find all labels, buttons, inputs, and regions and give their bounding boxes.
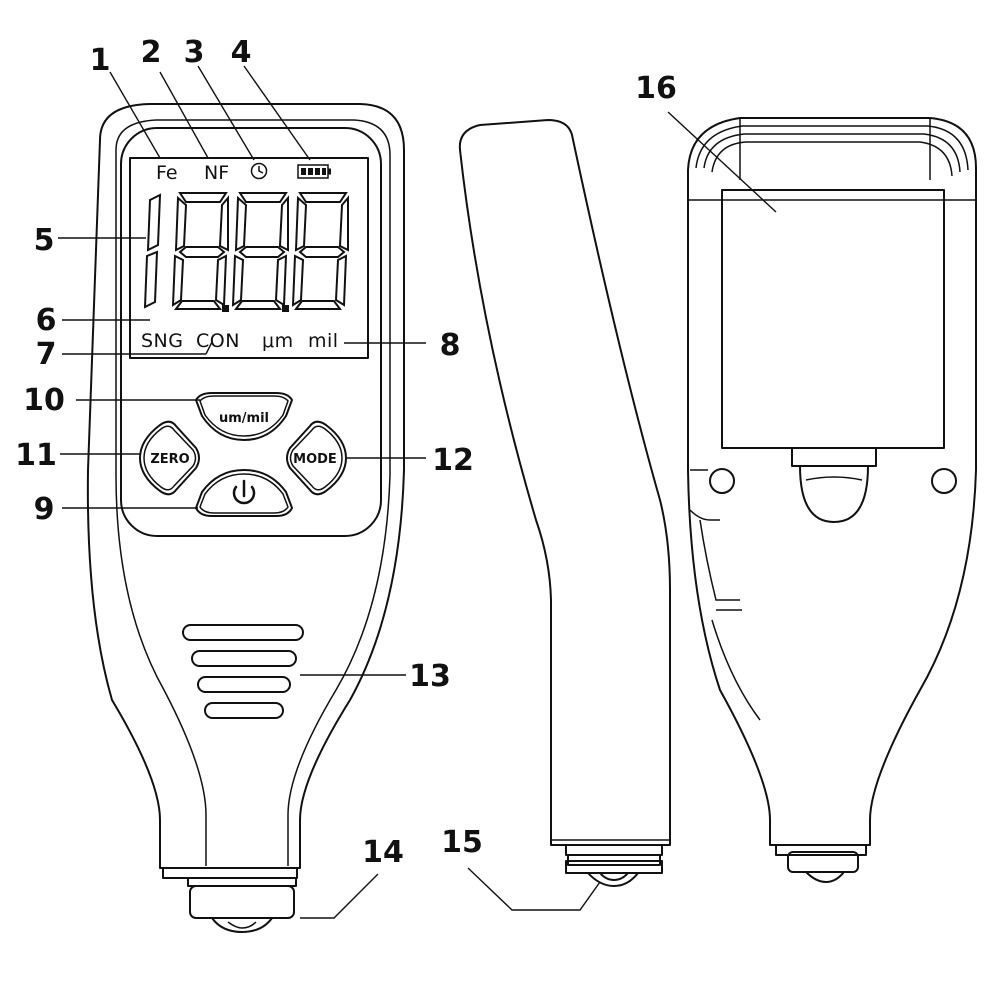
face-plate: [120, 127, 382, 537]
grip-grooves: [182, 624, 304, 719]
callout-1: 1: [90, 43, 111, 78]
zero-button-label: ZERO: [150, 452, 189, 467]
lcd-digits: [143, 192, 349, 310]
leader-lines: [58, 65, 777, 919]
front-view: Fe NF: [86, 103, 405, 933]
callout-numbers: 1 2 3 4 5 6 7 8 9 10 11 12 13 14 15 16: [15, 35, 677, 870]
lcd-mil-label: mil: [308, 330, 339, 352]
lcd-decimal-points: [222, 305, 289, 312]
callout-13: 13: [409, 659, 451, 694]
callout-12: 12: [432, 443, 474, 478]
callout-3: 3: [184, 35, 205, 70]
lcd-sng-label: SNG: [141, 330, 184, 352]
callout-14: 14: [362, 835, 404, 870]
side-view: [458, 119, 671, 887]
callout-8: 8: [440, 328, 461, 363]
zero-button[interactable]: ZERO: [139, 420, 200, 496]
front-probe: [162, 867, 298, 933]
unit-button-label: um/mil: [219, 411, 269, 426]
lcd-con-label: CON: [196, 330, 240, 352]
power-button[interactable]: [195, 469, 293, 517]
back-view: [687, 117, 977, 883]
battery-icon: [297, 164, 331, 179]
callout-5: 5: [34, 223, 55, 258]
callout-9: 9: [34, 492, 55, 527]
mode-button[interactable]: MODE: [286, 420, 347, 496]
callout-6: 6: [36, 303, 57, 338]
callout-16: 16: [635, 71, 677, 106]
front-body-inner: [115, 119, 391, 866]
power-icon: [232, 479, 256, 505]
back-screw-left: [709, 468, 735, 494]
battery-cover: [721, 189, 945, 449]
battery-cover-tab: [791, 447, 877, 467]
callout-10: 10: [23, 383, 65, 418]
battery-cover-latch: [799, 465, 869, 523]
back-screw-right: [931, 468, 957, 494]
back-body-outline: [687, 117, 977, 846]
lcd-screen: [129, 157, 369, 359]
lcd-um-label: μm: [262, 330, 294, 352]
callout-11: 11: [15, 438, 57, 473]
side-body-outline: [458, 119, 671, 846]
mode-button-label: MODE: [293, 452, 337, 467]
callout-7: 7: [36, 337, 57, 372]
side-probe: [565, 844, 663, 887]
back-probe: [775, 844, 867, 883]
clock-icon: [250, 162, 268, 180]
callout-2: 2: [141, 35, 162, 70]
lcd-fe-label: Fe: [156, 162, 178, 184]
callout-4: 4: [231, 35, 252, 70]
front-body-outline: [86, 103, 405, 869]
callout-15: 15: [441, 825, 483, 860]
unit-button[interactable]: um/mil: [195, 392, 293, 441]
lcd-nf-label: NF: [204, 162, 229, 184]
